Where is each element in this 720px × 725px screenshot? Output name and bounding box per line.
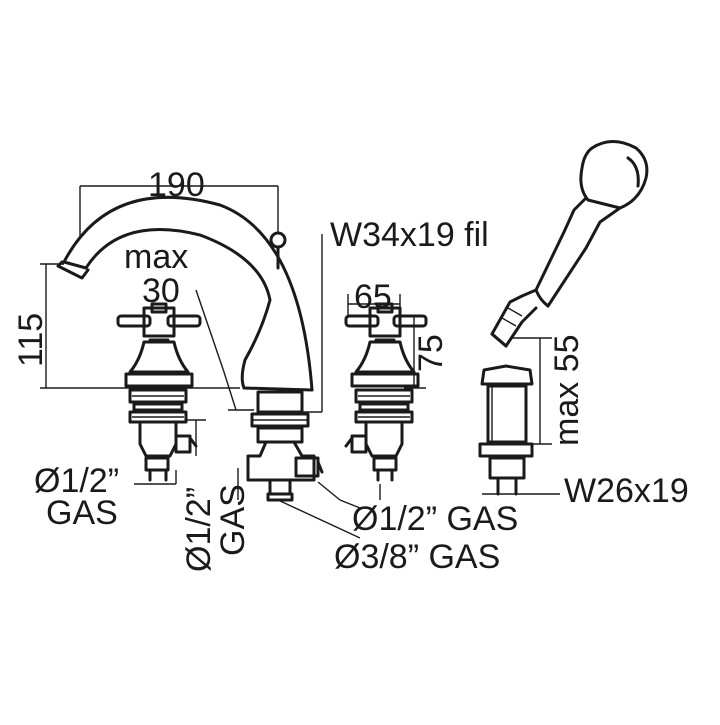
label-thread-shower: W26x19	[564, 472, 689, 510]
label-handle-height: 75	[412, 334, 450, 372]
label-shower-max: max 55	[548, 335, 586, 447]
spout	[56, 195, 324, 502]
label-spout-height: 115	[12, 313, 50, 367]
dimension-labels: 190 115 max 30 W34x19 fil 65 75 max 55 W…	[12, 166, 689, 576]
label-handle-spacing: 65	[354, 278, 392, 316]
label-spout-width: 190	[148, 166, 205, 204]
label-inlet-left-line1: Ø1/2”	[34, 462, 119, 500]
label-inlet-vertical-line2: GAS	[214, 484, 252, 556]
hand-shower	[478, 140, 649, 496]
label-inlet-left-line2: GAS	[46, 494, 118, 532]
label-thread-spout: W34x19 fil	[330, 216, 489, 254]
label-inlet-bottom: Ø3/8” GAS	[334, 538, 500, 576]
dimension-lines	[40, 185, 560, 539]
label-max-value: 30	[142, 272, 180, 310]
label-max: max	[124, 238, 188, 276]
label-inlet-right: Ø1/2” GAS	[352, 500, 518, 538]
left-handle-valve	[116, 302, 202, 482]
label-inlet-vertical-line1: Ø1/2”	[180, 487, 218, 572]
